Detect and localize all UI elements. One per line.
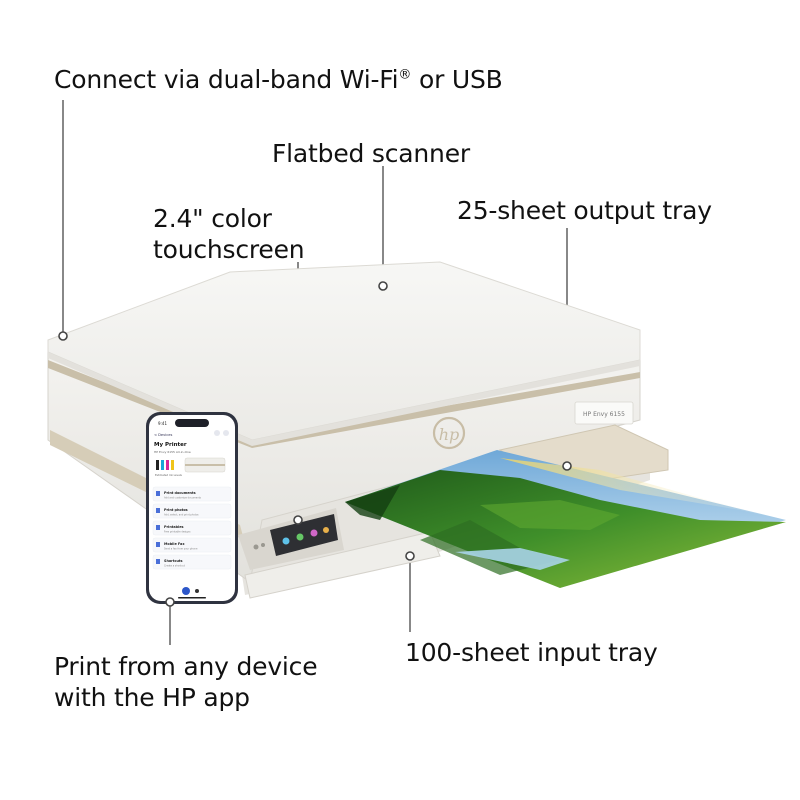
smartphone: 9:41 < Devices My Printer HP Envy 6155 A… [146,412,238,604]
printed-photo [345,450,786,588]
svg-text:Free printable designs: Free printable designs [164,531,191,534]
callout-output-tray: 25-sheet output tray [457,195,712,226]
callout-app-line2: with the HP app [54,683,250,712]
callout-input-tray-text: 100-sheet input tray [405,638,658,667]
callout-scanner-text: Flatbed scanner [272,139,470,168]
svg-text:Add and customize documents: Add and customize documents [164,497,202,500]
svg-text:Create a shortcut: Create a shortcut [164,565,185,568]
hp-logo-icon [432,416,466,450]
svg-text:Print photos: Print photos [164,508,188,512]
phone-back-link: < Devices [154,433,172,437]
model-label [574,401,634,425]
input-tray [244,531,441,599]
callout-touchscreen-line2: touchscreen [153,235,305,264]
phone-menu: Print documents Add and customize docume… [152,486,232,570]
callout-app-line1: Print from any device [54,652,318,681]
scanner-lid [47,261,641,441]
touchscreen [270,514,338,556]
callout-output-tray-text: 25-sheet output tray [457,196,712,225]
svg-text:Mobile Fax: Mobile Fax [164,542,185,546]
callout-wifi-text: Connect via dual-band Wi-Fi [54,65,399,94]
model-label-text: HP Envy 6155 [583,411,625,418]
callout-touchscreen-line1: 2.4" color [153,204,272,233]
callout-touchscreen: 2.4" color touchscreen [153,203,305,265]
svg-text:Print documents: Print documents [164,491,196,495]
callout-input-tray: 100-sheet input tray [405,637,658,668]
svg-text:Shortcuts: Shortcuts [164,559,183,563]
phone-ink-label: Estimated Ink Levels [155,473,183,477]
callout-dots [58,281,572,607]
callout-wifi: Connect via dual-band Wi-Fi® or USB [54,64,503,95]
svg-text:Send a fax from your phone: Send a fax from your phone [164,548,198,551]
svg-text:Add, select, and print photos: Add, select, and print photos [164,514,199,517]
phone-subtitle: HP Envy 6155 All-in-One [154,450,191,454]
callout-scanner: Flatbed scanner [272,138,470,169]
hp-logo-text: hp [439,425,460,444]
registered-mark: ® [398,67,412,83]
callout-wifi-suffix: or USB [411,65,503,94]
svg-text:Printables: Printables [164,525,184,529]
phone-time: 9:41 [158,421,167,426]
phone-title: My Printer [154,442,187,448]
callout-app: Print from any device with the HP app [54,651,318,713]
